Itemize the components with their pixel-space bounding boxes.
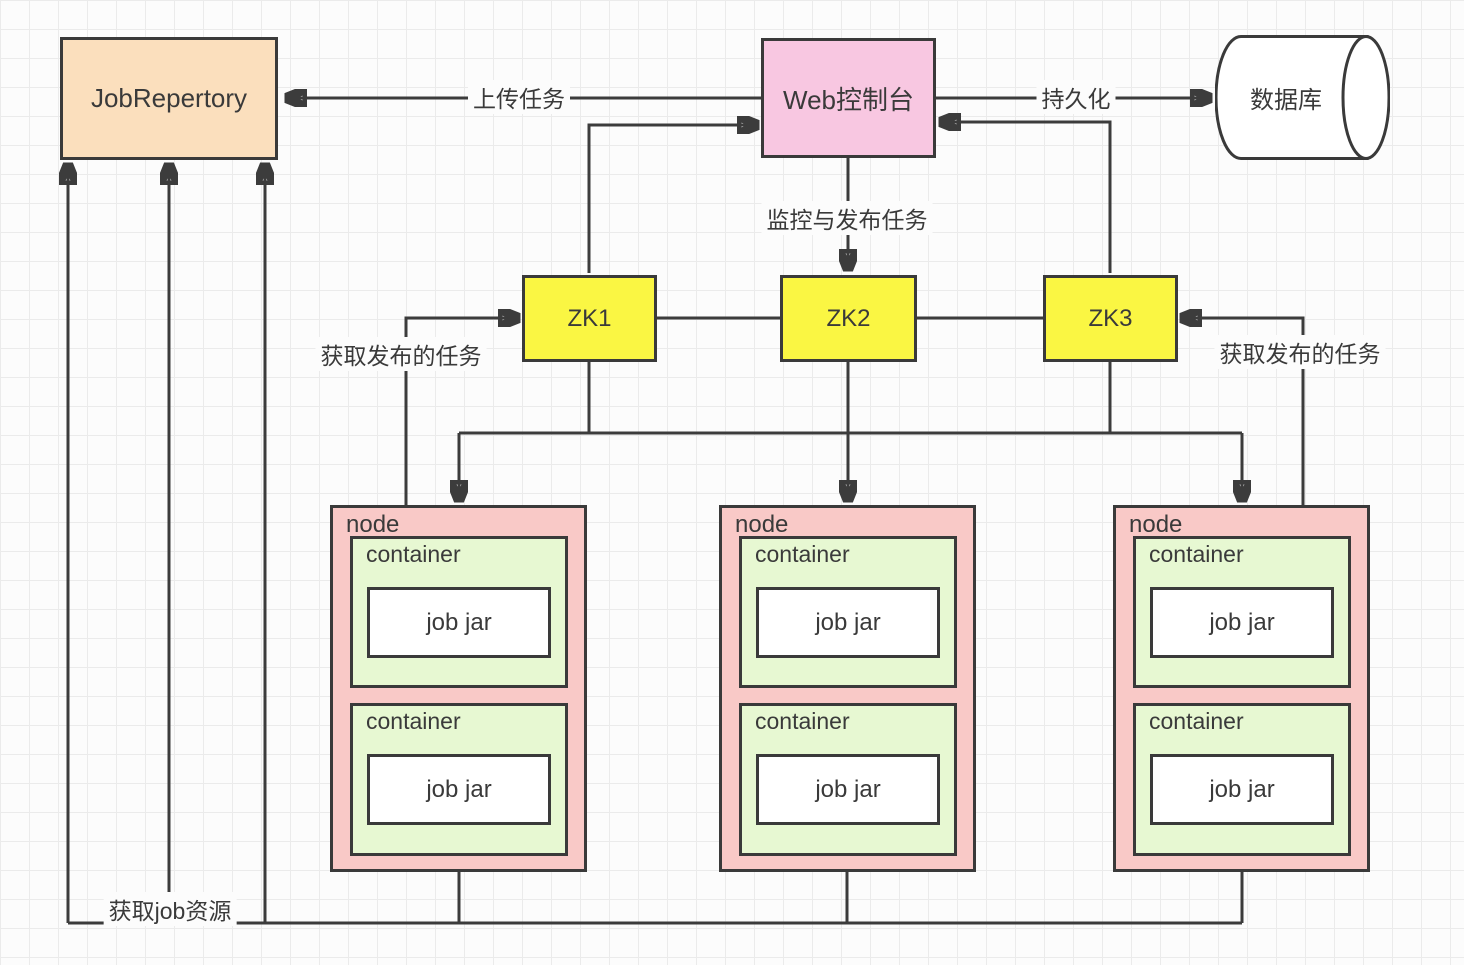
container-box: container job jar <box>350 536 568 688</box>
container-box: container job jar <box>350 703 568 856</box>
zk1-label: ZK1 <box>567 304 612 332</box>
web-console-label: Web控制台 <box>783 84 914 115</box>
container-label: container <box>755 541 850 567</box>
node-box: node container job jar container job jar <box>719 505 976 872</box>
zk1-box: ZK1 <box>522 275 657 362</box>
edge-label-fetch-job-resource: 获取job资源 <box>103 892 237 926</box>
node-box: node container job jar container job jar <box>330 505 587 872</box>
container-box: container job jar <box>1133 703 1351 856</box>
edge-zk1-to-web-console <box>587 125 758 273</box>
database-label: 数据库 <box>1250 87 1322 114</box>
edge-label-upload-task: 上传任务 <box>468 80 570 114</box>
job-jar-box: job jar <box>367 587 551 658</box>
edge-label-persist: 持久化 <box>1036 80 1116 114</box>
edge-label-fetch-published-left: 获取发布的任务 <box>315 337 487 371</box>
job-jar-label: job jar <box>1209 775 1275 803</box>
edge-fetch-published-left <box>404 318 519 505</box>
edge-label-monitor-publish: 监控与发布任务 <box>761 201 933 235</box>
job-jar-label: job jar <box>815 608 881 636</box>
container-label: container <box>1149 541 1244 567</box>
job-jar-label: job jar <box>426 608 492 636</box>
database-cylinder: 数据库 <box>1215 35 1390 160</box>
job-jar-box: job jar <box>1150 587 1334 658</box>
node-label: node <box>1129 511 1183 538</box>
job-jar-box: job jar <box>756 587 940 658</box>
node-label: node <box>735 511 789 538</box>
web-console-box: Web控制台 <box>761 38 936 158</box>
edge-fetch-published-right <box>1181 318 1305 505</box>
container-box: container job jar <box>1133 536 1351 688</box>
job-jar-box: job jar <box>756 754 940 825</box>
edge-label-fetch-published-right: 获取发布的任务 <box>1214 335 1386 369</box>
container-label: container <box>755 708 850 734</box>
container-label: container <box>366 541 461 567</box>
job-jar-label: job jar <box>1209 608 1275 636</box>
container-label: container <box>1149 708 1244 734</box>
edge-zk3-to-web-console <box>940 122 1112 273</box>
node-label: node <box>346 511 400 538</box>
database-cylinder-shape <box>1215 35 1390 160</box>
zk2-label: ZK2 <box>826 304 871 332</box>
job-jar-box: job jar <box>367 754 551 825</box>
zk3-label: ZK3 <box>1088 304 1133 332</box>
job-repertory-label: JobRepertory <box>90 83 248 113</box>
job-repertory-box: JobRepertory <box>60 37 278 160</box>
zk2-box: ZK2 <box>780 275 917 362</box>
zk3-box: ZK3 <box>1043 275 1178 362</box>
job-jar-label: job jar <box>426 775 492 803</box>
container-box: container job jar <box>739 703 957 856</box>
container-box: container job jar <box>739 536 957 688</box>
job-jar-box: job jar <box>1150 754 1334 825</box>
container-label: container <box>366 708 461 734</box>
node-box: node container job jar container job jar <box>1113 505 1370 872</box>
job-jar-label: job jar <box>815 775 881 803</box>
